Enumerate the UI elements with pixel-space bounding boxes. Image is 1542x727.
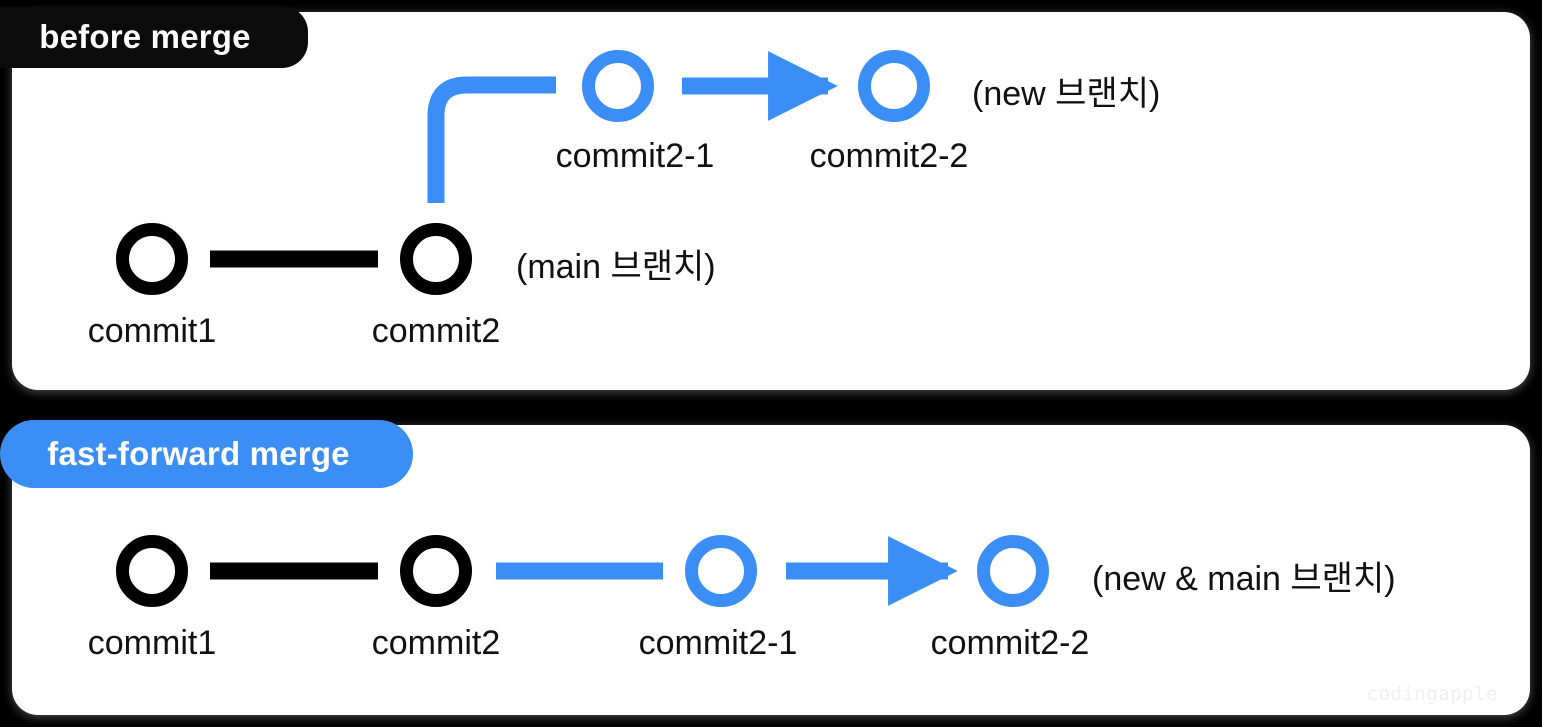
node-commit2-2-ff (977, 535, 1049, 607)
node-commit1-before (116, 223, 188, 295)
annotation-new-branch: (new 브랜치) (972, 75, 1161, 113)
panel-before-merge (12, 12, 1530, 390)
badge-fast-forward-merge: fast-forward merge (0, 420, 413, 488)
node-commit2-1-before (582, 50, 654, 122)
badge-before-merge: before merge (0, 6, 308, 68)
node-label-commit1-ff: commit1 (87, 624, 217, 662)
node-commit2-1-ff (685, 535, 757, 607)
node-label-commit2-2-ff: commit2-2 (930, 624, 1090, 662)
node-commit2-ff (400, 535, 472, 607)
node-label-commit2-ff: commit2 (371, 624, 501, 662)
watermark-codingapple: codingapple (1366, 683, 1498, 705)
node-commit2-before (400, 223, 472, 295)
node-commit2-2-before (858, 50, 930, 122)
node-label-commit2-2-before: commit2-2 (809, 137, 969, 175)
node-label-commit2-before: commit2 (371, 312, 501, 350)
node-label-commit2-1-ff: commit2-1 (638, 624, 798, 662)
node-label-commit1-before: commit1 (87, 312, 217, 350)
node-label-commit2-1-before: commit2-1 (555, 137, 715, 175)
annotation-new-and-main-branch: (new & main 브랜치) (1092, 560, 1396, 598)
annotation-main-branch: (main 브랜치) (516, 248, 716, 286)
node-commit1-ff (116, 535, 188, 607)
